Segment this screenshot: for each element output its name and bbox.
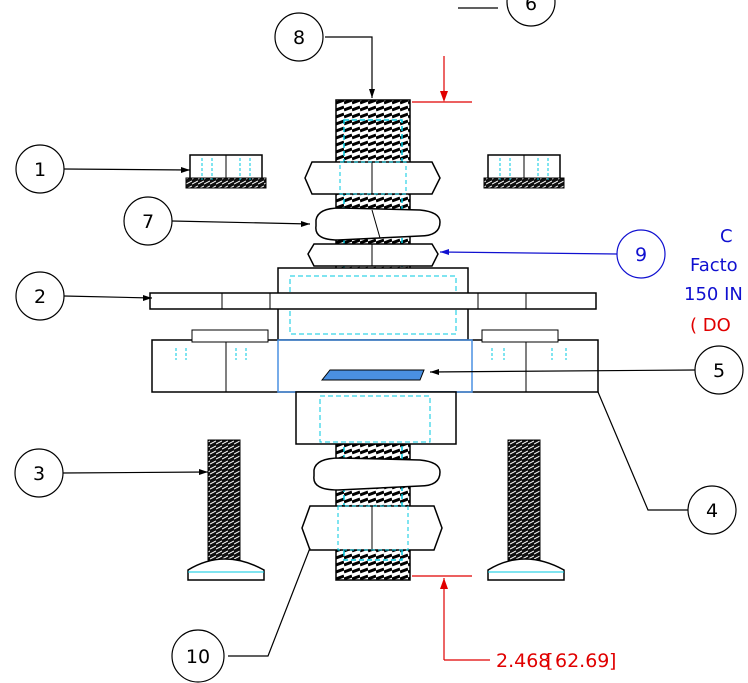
bolt-right <box>487 439 565 581</box>
flange-nut-right <box>483 154 565 189</box>
svg-text:3: 3 <box>33 463 45 485</box>
balloon-1: 1 <box>15 144 65 194</box>
lower-block <box>295 391 457 445</box>
svg-text:2: 2 <box>34 286 46 308</box>
balloon-4: 4 <box>687 485 737 535</box>
dimension-label: 2.468 [ 62.69 ] <box>496 650 616 672</box>
arrowhead <box>369 89 375 98</box>
arrowhead <box>301 221 310 227</box>
plate <box>149 292 597 310</box>
svg-text:]: ] <box>609 650 616 672</box>
svg-text:9: 9 <box>635 244 647 266</box>
arrowhead <box>181 167 190 173</box>
svg-text:10: 10 <box>186 646 210 668</box>
leader-lines <box>61 7 696 657</box>
balloon-8: 8 <box>274 12 324 62</box>
svg-text:[: [ <box>546 650 553 672</box>
arrowhead <box>143 295 152 301</box>
svg-text:6: 6 <box>525 0 537 15</box>
flange-nut-left <box>185 154 267 189</box>
lock-washer-bottom <box>313 457 441 491</box>
bottom-nut <box>301 505 443 551</box>
svg-text:8: 8 <box>293 27 305 49</box>
arrowhead <box>199 469 208 475</box>
dim-arrow-bottom <box>440 578 448 589</box>
balloon-6: 6 <box>506 0 556 27</box>
jam-nut <box>307 243 439 267</box>
note-line-4: ( DO <box>690 315 731 336</box>
arrowhead-blue <box>440 249 449 255</box>
balloon-7: 7 <box>123 196 173 246</box>
clamp-bar <box>151 329 599 393</box>
balloon-2: 2 <box>15 271 65 321</box>
top-nut <box>304 161 441 195</box>
bolt-left <box>187 439 265 581</box>
dim-arrow-top <box>440 91 448 102</box>
svg-text:5: 5 <box>713 360 725 382</box>
balloon-3: 3 <box>14 448 64 498</box>
svg-text:4: 4 <box>706 500 718 522</box>
dimension-metric: 62.69 <box>555 650 609 672</box>
leader-9 <box>439 251 618 255</box>
svg-text:7: 7 <box>142 211 154 233</box>
note-line-2: Facto <box>690 255 738 276</box>
svg-text:1: 1 <box>34 159 46 181</box>
note-line-1: C <box>720 226 733 247</box>
balloon-5: 5 <box>694 345 744 395</box>
note-line-3: 150 IN <box>684 284 743 305</box>
arrowhead <box>430 369 439 375</box>
balloon-9: 9 <box>616 229 666 279</box>
dimension-value: 2.468 <box>496 650 550 672</box>
balloon-10: 10 <box>171 629 225 683</box>
lock-washer-top <box>315 207 441 241</box>
insert-wedge <box>320 369 425 381</box>
